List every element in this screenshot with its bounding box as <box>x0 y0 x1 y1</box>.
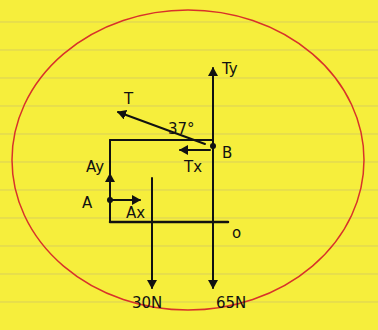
red-circle <box>12 10 364 310</box>
angle-label: 37° <box>168 122 195 137</box>
tension-arrow <box>118 112 205 144</box>
force-label: Tx <box>184 160 202 175</box>
beam-right <box>212 140 214 238</box>
force-label: Ty <box>222 62 238 77</box>
tx-arrow <box>180 149 210 151</box>
point-label: A <box>82 196 92 211</box>
ty-arrow <box>212 68 214 146</box>
force-label: Ay <box>86 160 104 175</box>
beam-left <box>109 140 111 222</box>
point-b <box>210 143 216 149</box>
beam-bottom <box>110 221 228 224</box>
force-label: Ax <box>126 206 145 221</box>
load-arrow <box>212 238 214 288</box>
ay-arrow <box>109 174 111 200</box>
ax-arrow <box>110 199 140 201</box>
point-label: B <box>222 146 232 161</box>
weight-arrow <box>151 178 153 288</box>
point-a <box>107 197 113 203</box>
force-label: T <box>124 92 133 107</box>
point-label: o <box>232 226 241 241</box>
load-label: 65N <box>216 296 246 311</box>
load-label: 30N <box>132 296 162 311</box>
